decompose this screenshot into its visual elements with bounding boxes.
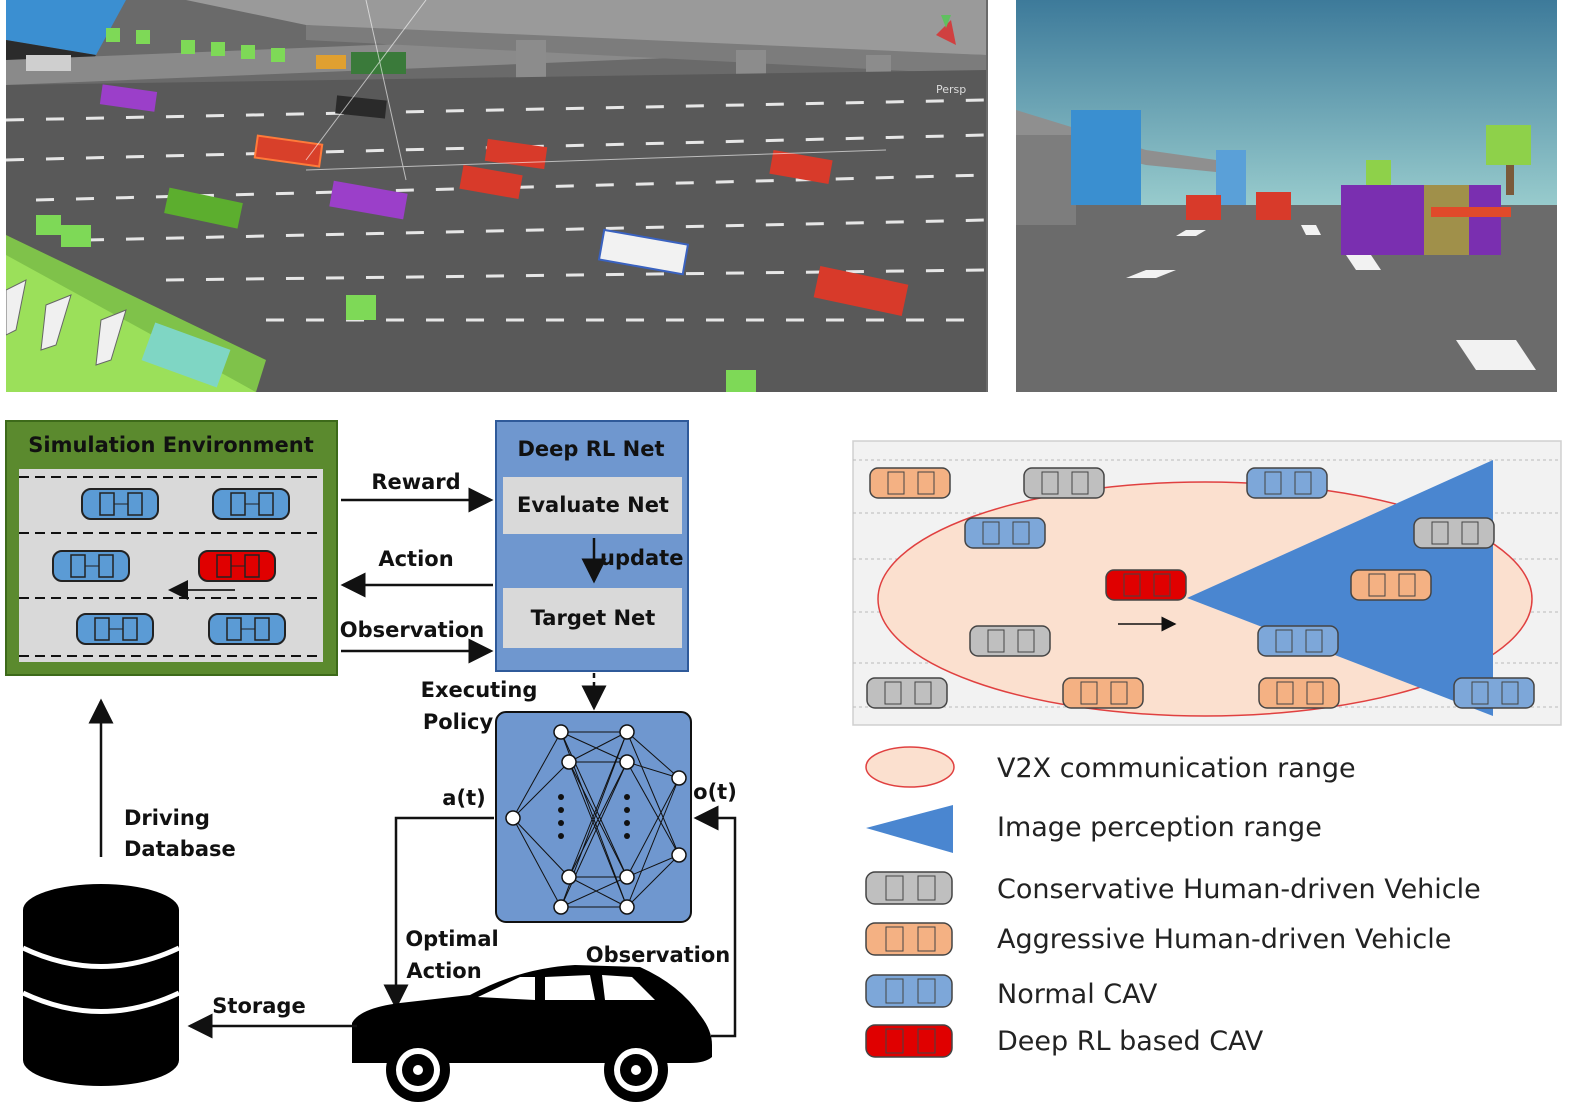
evaluate-net-label: Evaluate Net (517, 493, 669, 517)
sim-car-blue (208, 613, 286, 645)
legend-conservative-swatch (865, 871, 953, 905)
target-net-label: Target Net (531, 606, 656, 630)
legend-v2x-swatch (865, 746, 955, 788)
nn-input-node (671, 847, 687, 863)
optimal-label: Optimal (405, 927, 498, 951)
deep-rl-net-title: Deep RL Net (518, 437, 665, 461)
legend-aggressive-swatch (865, 922, 953, 956)
simulation-environment-title: Simulation Environment (28, 433, 313, 457)
reward-label: Reward (371, 470, 460, 494)
legend-conservative-label: Conservative Human-driven Vehicle (997, 874, 1481, 905)
action-lower-label: Action (406, 959, 481, 983)
at-label: a(t) (442, 786, 485, 810)
nn-input-node (671, 770, 687, 786)
policy-label: Policy (423, 710, 494, 734)
ot-label: o(t) (693, 780, 737, 804)
sim-car-red (198, 550, 276, 582)
sim-car-blue (81, 488, 159, 520)
persp-label: Persp (936, 83, 966, 96)
sim-car-blue (52, 550, 130, 582)
observation-car-label: Observation (586, 943, 730, 967)
executing-label: Executing (421, 678, 538, 702)
legend-aggressive-label: Aggressive Human-driven Vehicle (997, 924, 1451, 955)
architecture-diagram: Simulation Environment Deep RL Net Evalu… (5, 420, 737, 1102)
vehicle-silhouette (352, 965, 712, 1102)
driving-database-icon (21, 884, 181, 1086)
simulation-overview-scene: Persp (6, 0, 988, 392)
driving-label: Driving (124, 806, 210, 830)
sim-car-blue (76, 613, 154, 645)
legend-perception-swatch (866, 805, 953, 853)
legend-normal-cav-swatch (865, 974, 953, 1008)
legend-rl-cav-label: Deep RL based CAV (997, 1026, 1264, 1057)
sim-car-blue (212, 488, 290, 520)
legend: V2X communication range Image perception… (865, 746, 1481, 1058)
target-net-box (503, 588, 682, 648)
action-label: Action (378, 547, 453, 571)
traffic-scenario-diagram (852, 440, 1562, 726)
legend-rl-cav-swatch (865, 1024, 953, 1058)
update-label: update (600, 546, 683, 570)
database-label: Database (124, 837, 236, 861)
storage-label: Storage (212, 994, 305, 1018)
nn-output-node (505, 810, 521, 826)
legend-v2x-label: V2X communication range (997, 753, 1356, 784)
evaluate-net-box (503, 477, 682, 534)
legend-image-label: Image perception range (997, 812, 1322, 843)
driver-view-scene (1016, 0, 1557, 392)
observation-label: Observation (340, 618, 484, 642)
legend-normal-cav-label: Normal CAV (997, 979, 1158, 1010)
